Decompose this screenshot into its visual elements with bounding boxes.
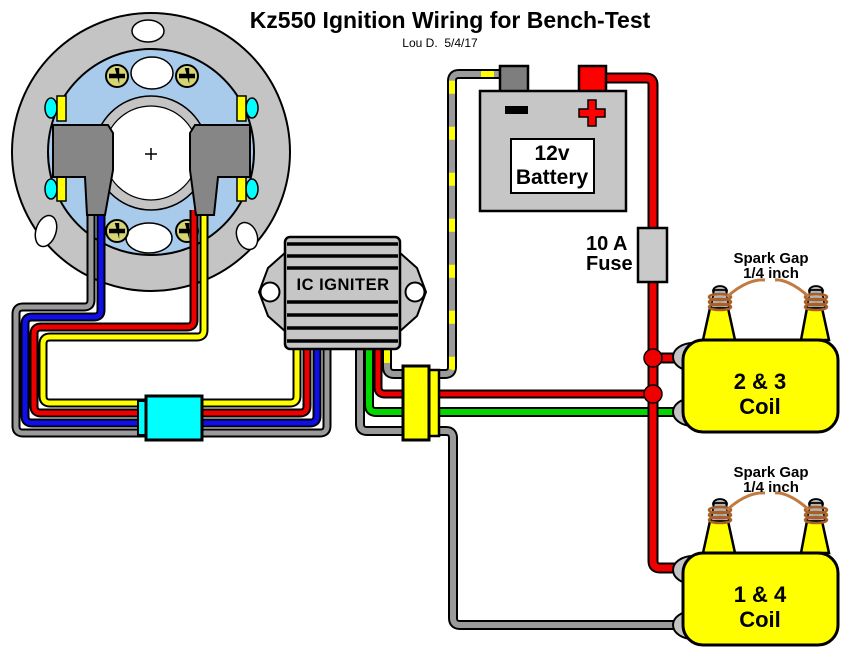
wire-junction-dot: [643, 384, 663, 404]
ground-black-yellow-wire-battery-side: [436, 69, 512, 379]
pickup-blue-wire: [20, 210, 322, 428]
fuse-rating-label: 10 A: [586, 233, 628, 255]
wire-junction-dot: [643, 348, 663, 368]
coil-label-top: 1 & 4: [734, 582, 787, 607]
pickup-red-wire: [29, 210, 312, 418]
ic-igniter: IC IGNITER: [257, 235, 428, 351]
spark-plug-tower: [701, 519, 737, 555]
spark-gap-wire-left: [725, 491, 766, 512]
pickup-core-left-top: [44, 97, 58, 119]
ring-slot-top: [130, 56, 174, 90]
spark-plug-tower: [701, 306, 737, 342]
fuse-name-label: Fuse: [586, 253, 633, 275]
igniter-mount-hole-left: [259, 281, 281, 303]
battery-plus-symbol: [578, 99, 606, 127]
igniter-output-connector: [401, 364, 441, 442]
spark-plug-tower: [799, 519, 831, 555]
ring-slot-bottom: [125, 222, 173, 254]
battery-name-label: Battery: [516, 166, 589, 189]
igniter-label: IC IGNITER: [296, 276, 389, 294]
coil-2-3: Spark Gap 1/4 inch 2 & 3 Coil: [672, 250, 840, 434]
pickup-yellow-wire: [38, 210, 302, 408]
pickup-core-right-bottom: [245, 178, 259, 200]
pickup-core-left-bottom: [44, 178, 58, 200]
igniter-mount-hole-right: [404, 281, 426, 303]
fuse: 10 A Fuse: [586, 226, 669, 284]
wiring: [11, 69, 678, 630]
spark-gap-value: 1/4 inch: [743, 265, 799, 282]
coil-body: [681, 338, 840, 434]
battery-voltage-label: 12v: [534, 142, 569, 165]
page-subtitle: Lou D. 5/4/17: [402, 36, 478, 50]
plate-hole-lower-left: [34, 214, 58, 248]
pickup-core-right-top: [245, 97, 259, 119]
center-cross-icon: [145, 148, 157, 160]
pickup-connector-body: [144, 394, 204, 442]
page-title: Kz550 Ignition Wiring for Bench-Test: [250, 7, 651, 33]
coil-label-top: 2 & 3: [734, 369, 787, 394]
spark-gap-label: Spark Gap: [733, 464, 808, 481]
plate-hole-top: [131, 19, 165, 43]
spark-gap-label: Spark Gap: [733, 250, 808, 267]
battery-negative-terminal: [498, 64, 530, 95]
ground-black-yellow-wire-igniter-side: [382, 346, 405, 379]
igniter-connector-body: [401, 364, 431, 442]
fuse-body: [636, 226, 669, 284]
spark-gap-wire-left: [725, 278, 766, 299]
igniter-body: [283, 235, 402, 351]
battery-positive-terminal: [577, 64, 608, 95]
spark-gap-wire-right: [774, 278, 811, 299]
pickup-coils: [44, 95, 259, 216]
coil-label-bottom: Coil: [739, 394, 781, 419]
pickup-gray-wire: [11, 210, 332, 438]
spark-gap-value: 1/4 inch: [743, 479, 799, 496]
battery-label-box: [510, 138, 595, 194]
battery: 12v Battery: [478, 64, 628, 213]
igniter-power-red-wire: [373, 346, 653, 399]
coil-2-3-green-wire: [364, 346, 678, 417]
spark-gap-wire-right: [774, 491, 811, 512]
coil-body: [681, 551, 840, 647]
battery-minus-symbol: [505, 106, 528, 114]
coil-label-bottom: Coil: [739, 607, 781, 632]
spark-gap-wire-wraps: [707, 292, 829, 312]
coil-1-4: Spark Gap 1/4 inch 1 & 4 Coil: [672, 464, 840, 647]
coil-1-4-gray-wire: [355, 346, 678, 630]
pickup-screws: [105, 64, 199, 243]
spark-gap-wire-wraps: [707, 505, 829, 525]
spark-plug-tower: [799, 306, 831, 342]
pickup-coil-left: [52, 124, 114, 216]
igniter-fins: [287, 242, 398, 343]
pickup-connector: [137, 394, 204, 442]
plate-hole-lower-right: [235, 221, 259, 251]
pickup-coil-right: [189, 124, 251, 216]
